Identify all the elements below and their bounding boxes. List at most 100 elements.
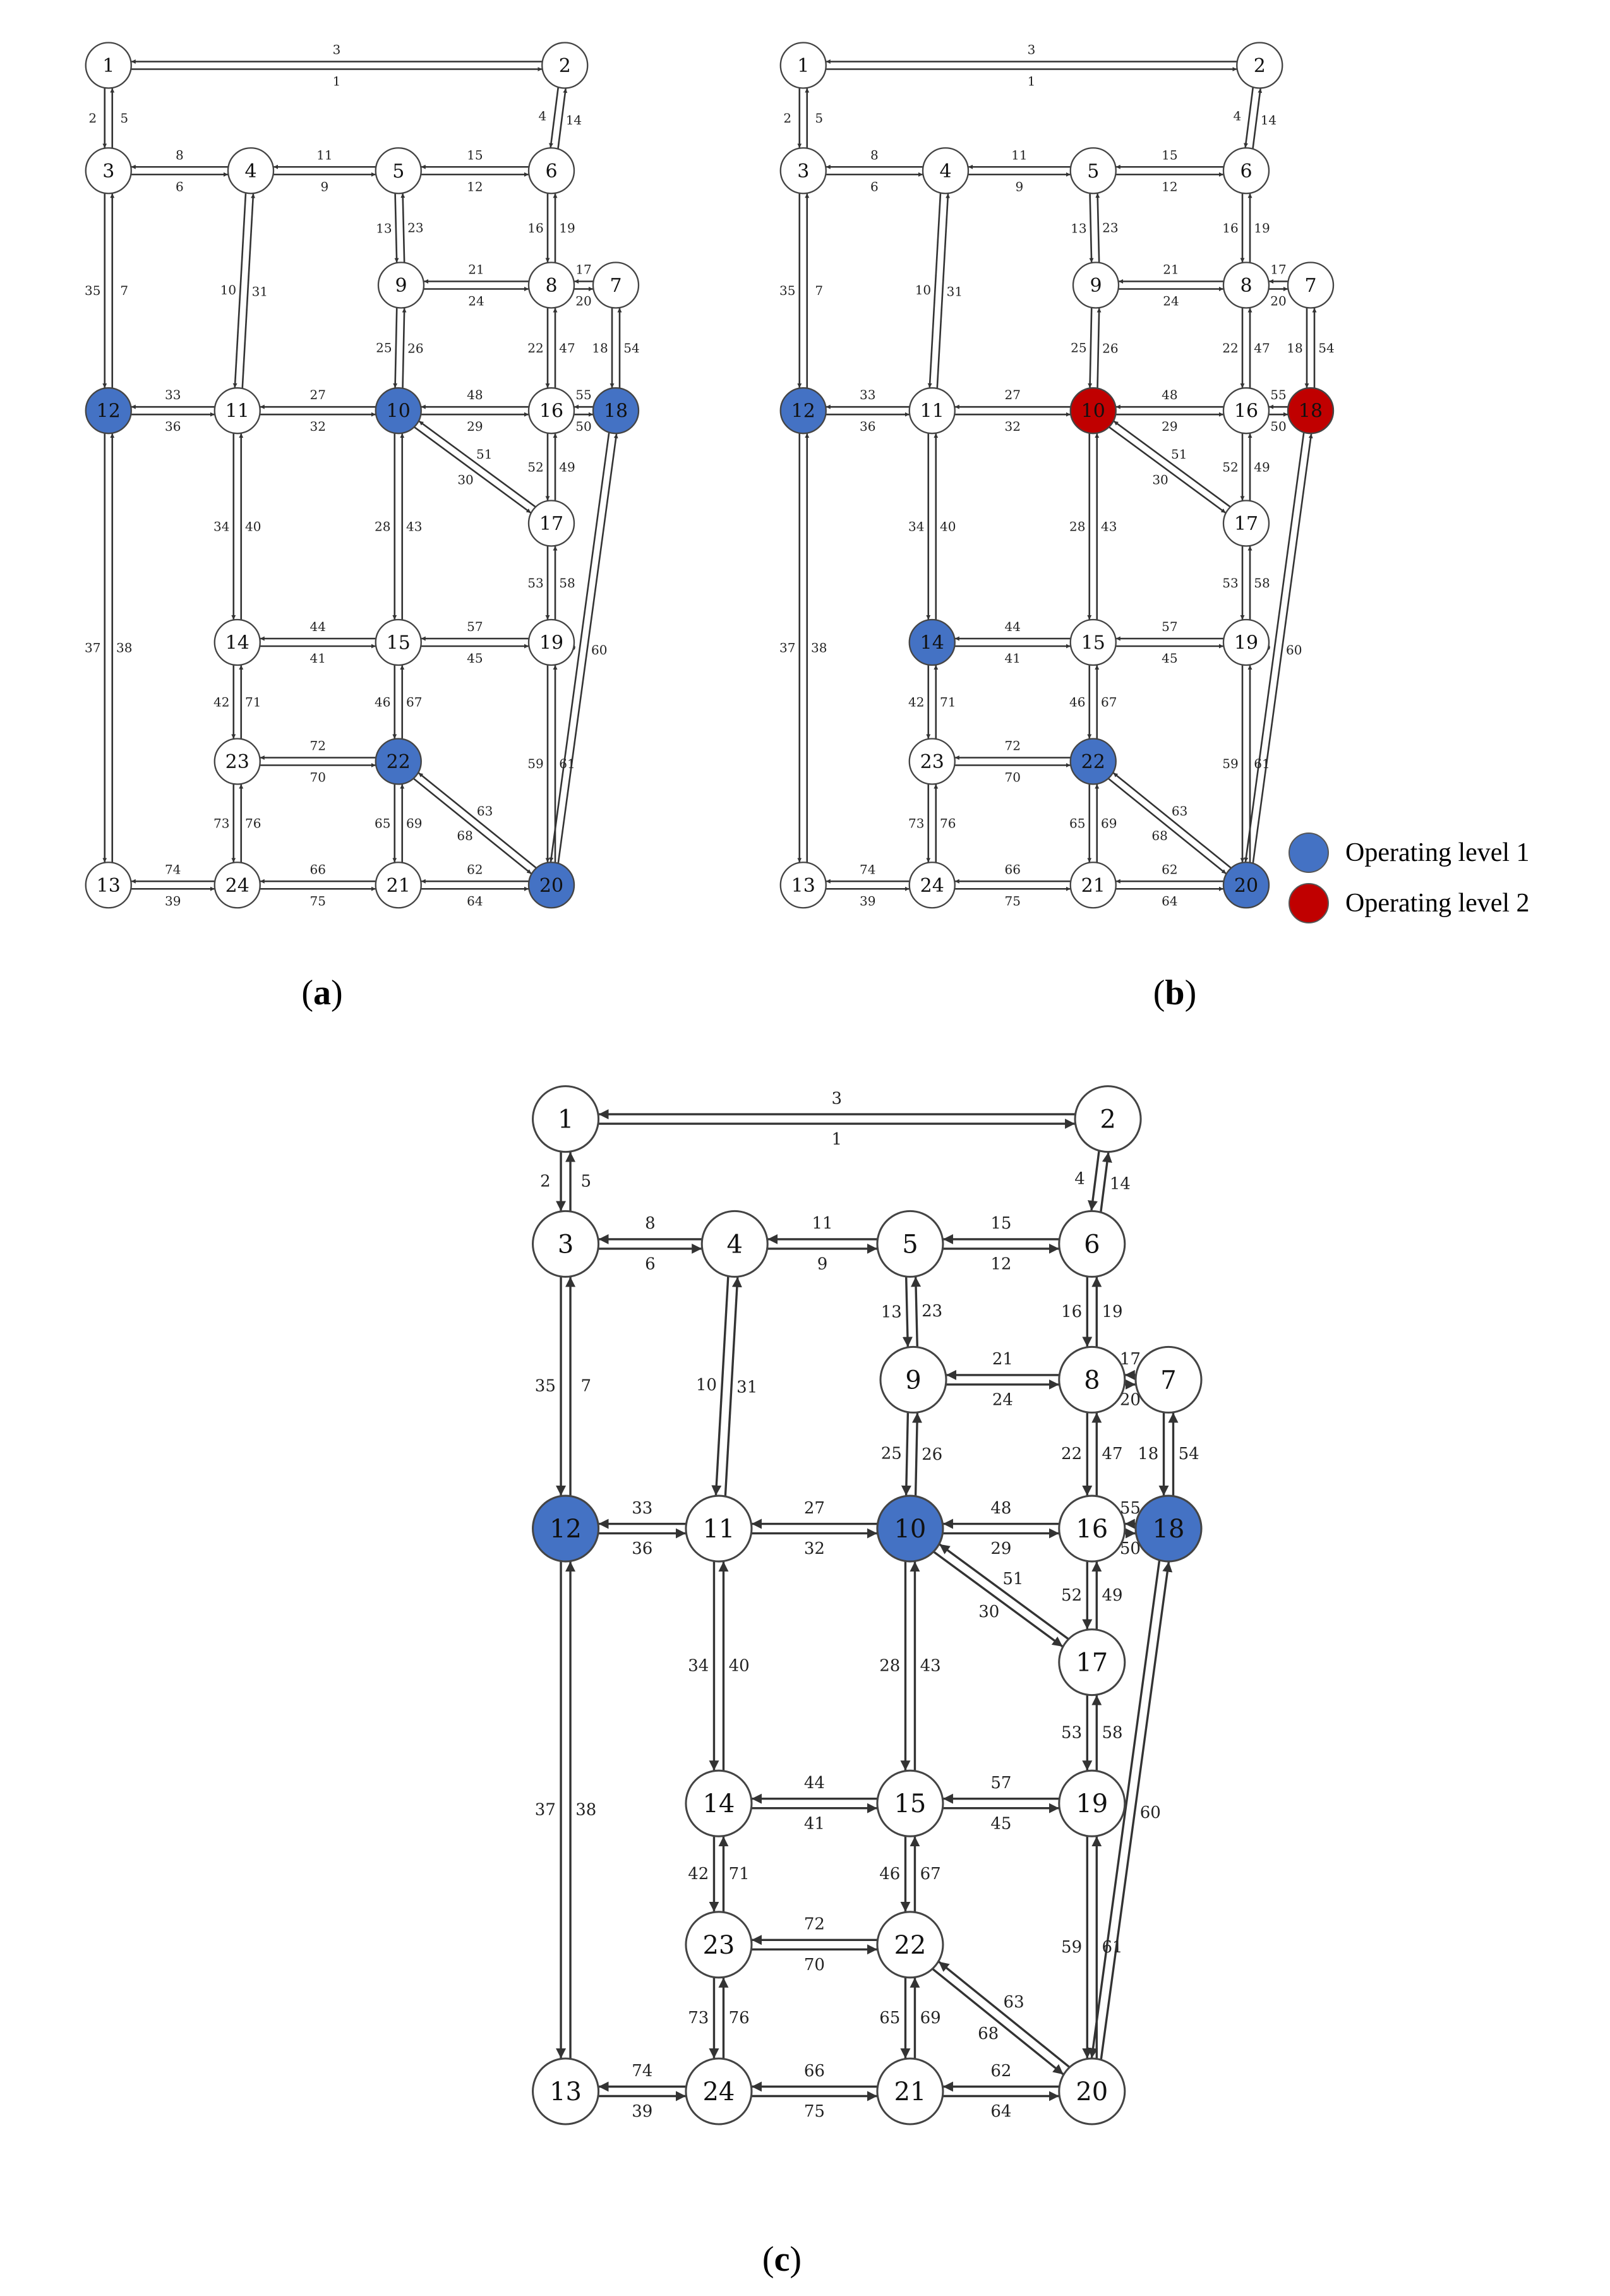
link-label-42: 42	[908, 694, 924, 709]
link-4	[1244, 87, 1254, 148]
node-circle	[527, 387, 575, 435]
link-label-4: 4	[1074, 1169, 1085, 1188]
node-14: 14	[213, 618, 261, 666]
node-circle	[527, 147, 575, 195]
node-circle	[1069, 618, 1117, 666]
link-label-72: 72	[310, 738, 326, 754]
node-4: 4	[922, 147, 970, 195]
link-label-48: 48	[467, 387, 483, 402]
link-label-37: 37	[535, 1801, 556, 1820]
link-label-34: 34	[213, 519, 229, 534]
node-circle	[213, 862, 261, 909]
node-24: 24	[213, 862, 261, 909]
node-label: 24	[920, 875, 944, 897]
link-label-52: 52	[527, 459, 543, 474]
node-label: 9	[1090, 275, 1102, 297]
link-label-16: 16	[527, 220, 543, 236]
link-label-54: 54	[623, 340, 639, 356]
link-label-28: 28	[879, 1657, 900, 1676]
link-label-71: 71	[245, 694, 261, 709]
node-circle	[685, 2057, 753, 2125]
link-label-6: 6	[645, 1255, 656, 1274]
node-12: 12	[532, 1494, 600, 1563]
node-circle	[685, 1911, 753, 1979]
node-label: 8	[1084, 1366, 1100, 1395]
link-label-8: 8	[645, 1214, 656, 1233]
link-56	[1244, 432, 1305, 862]
link-label-65: 65	[375, 815, 390, 831]
node-label: 13	[791, 875, 815, 897]
link-label-40: 40	[245, 519, 261, 534]
node-18: 18	[1287, 387, 1335, 435]
node-label: 4	[726, 1230, 742, 1259]
link-label-21: 21	[468, 262, 484, 277]
node-label: 20	[1076, 2077, 1108, 2107]
link-label-62: 62	[1162, 862, 1177, 877]
link-label-75: 75	[310, 893, 326, 908]
link-label-47: 47	[1254, 340, 1270, 356]
legend-label-level2: Operating level 2	[1345, 889, 1530, 918]
link-label-20: 20	[1270, 294, 1286, 309]
node-circle	[375, 738, 422, 785]
node-8: 8	[1058, 1345, 1126, 1414]
link-label-66: 66	[804, 2062, 825, 2081]
link-label-8: 8	[176, 147, 184, 162]
link-label-45: 45	[467, 651, 483, 666]
link-label-50: 50	[1270, 419, 1286, 434]
link-60	[1100, 1561, 1173, 2060]
link-56	[549, 432, 610, 862]
link-label-1: 1	[333, 74, 341, 89]
node-label: 16	[539, 400, 563, 423]
link-label-38: 38	[811, 640, 827, 656]
link-label-58: 58	[1254, 575, 1270, 591]
node-13: 13	[532, 2057, 600, 2125]
level1-swatch	[1289, 832, 1329, 873]
link-label-18: 18	[1138, 1445, 1158, 1464]
link-label-34: 34	[908, 519, 924, 534]
node-11: 11	[908, 387, 956, 435]
node-6: 6	[1058, 1210, 1126, 1278]
link-label-59: 59	[1061, 1938, 1082, 1957]
node-12: 12	[85, 387, 132, 435]
link-label-71: 71	[940, 694, 956, 709]
link-label-30: 30	[1152, 472, 1168, 487]
node-circle	[1058, 1628, 1126, 1697]
node-circle	[1222, 618, 1270, 666]
legend-item-level2: Operating level 2	[1289, 878, 1530, 929]
link-label-43: 43	[920, 1657, 941, 1676]
link-label-1: 1	[832, 1130, 843, 1149]
link-label-31: 31	[252, 284, 268, 299]
link-label-2: 2	[783, 111, 791, 126]
node-7: 7	[592, 261, 640, 309]
link-label-53: 53	[1222, 575, 1238, 591]
link-label-22: 22	[1061, 1445, 1082, 1464]
link-label-69: 69	[406, 815, 422, 831]
links	[102, 59, 622, 891]
link-label-27: 27	[804, 1499, 825, 1518]
link-label-62: 62	[990, 2062, 1011, 2081]
node-circle	[1069, 387, 1117, 435]
link-label-26: 26	[407, 340, 423, 356]
node-label: 23	[702, 1931, 735, 1960]
node-circle	[876, 1494, 944, 1563]
link-label-70: 70	[310, 770, 326, 785]
node-circle	[1222, 147, 1270, 195]
node-label: 11	[702, 1515, 735, 1544]
link-label-4: 4	[538, 109, 546, 124]
node-11: 11	[685, 1494, 753, 1563]
link-label-66: 66	[1005, 862, 1021, 877]
node-circle	[527, 500, 575, 547]
legend-label-level1: Operating level 1	[1345, 838, 1530, 867]
node-circle	[1058, 1345, 1126, 1414]
node-circle	[908, 862, 956, 909]
link-13	[902, 1277, 913, 1347]
node-circle	[876, 2057, 944, 2125]
link-label-37: 37	[85, 640, 100, 656]
node-18: 18	[592, 387, 640, 435]
node-22: 22	[1069, 738, 1117, 785]
panel-a-caption: (a)	[301, 973, 343, 1013]
link-label-27: 27	[1005, 387, 1021, 402]
